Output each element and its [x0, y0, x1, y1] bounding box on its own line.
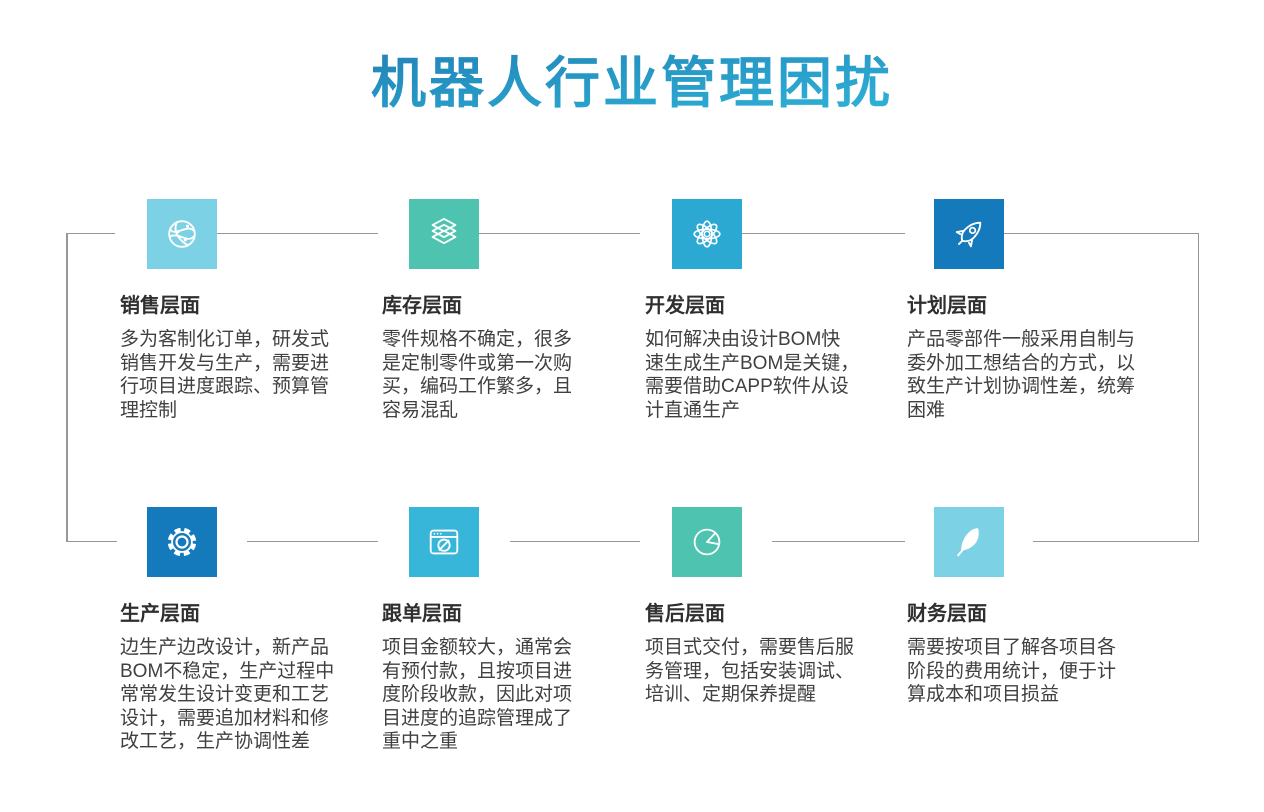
connector-h-segment: [1033, 540, 1199, 542]
card-body: 产品零部件一般采用自制与 委外加工想结合的方式，以 致生产计划协调性差，统筹 困…: [907, 329, 1136, 421]
pie-chart-icon: [693, 528, 721, 556]
order-tracking-icon-box: [409, 507, 479, 577]
connector-h-segment: [737, 232, 905, 234]
card-body: 多为客制化订单，研发式 销售开发与生产，需要进 行项目进度跟踪、预算管 理控制: [120, 329, 330, 421]
connector-v-right: [1197, 232, 1199, 542]
page-title: 机器人行业管理困扰: [0, 38, 1264, 118]
card-finance: 财务层面 需要按项目了解各项目各 阶段的费用统计，便于计 算成本和项目损益: [907, 507, 1169, 707]
development-icon-box: [672, 199, 742, 269]
card-title: 开发层面: [645, 295, 725, 317]
rocket-icon: [955, 221, 982, 248]
card-body: 边生产边改设计，新产品 BOM不稳定，生产过程中 常常发生设计变更和工艺 设计，…: [120, 637, 335, 752]
globe-network-icon: [168, 220, 196, 248]
browser-compass-icon: [429, 529, 459, 555]
card-sales: 销售层面 多为客制化订单，研发式 销售开发与生产，需要进 行项目进度跟踪、预算管…: [120, 199, 360, 422]
card-body: 零件规格不确定，很多 是定制零件或第一次购 买，编码工作繁多，且 容易混乱: [382, 329, 573, 421]
connector-h-segment: [1002, 232, 1199, 234]
card-title: 售后层面: [645, 603, 725, 625]
inventory-icon-box: [409, 199, 479, 269]
connector-h-segment: [772, 540, 905, 542]
atom-icon: [693, 220, 721, 248]
card-order-tracking: 跟单层面 项目金额较大，通常会 有预付款，且按项目进 度阶段收款，因此对项 目进…: [382, 507, 622, 754]
card-after-sales: 售后层面 项目式交付，需要售后服 务管理，包括安装调试、 培训、定期保养提醒: [645, 507, 889, 707]
layers-icon: [431, 217, 457, 245]
card-title: 计划层面: [907, 295, 987, 317]
card-production: 生产层面 边生产边改设计，新产品 BOM不稳定，生产过程中 常常发生设计变更和工…: [120, 507, 360, 754]
card-title: 跟单层面: [382, 603, 462, 625]
feather-icon: [957, 528, 979, 557]
connector-v-left: [66, 232, 68, 542]
production-icon-box: [147, 507, 217, 577]
card-body: 需要按项目了解各项目各 阶段的费用统计，便于计 算成本和项目损益: [907, 637, 1117, 705]
card-body: 如何解决由设计BOM快 速生成生产BOM是关键， 需要借助CAPP软件从设 计直…: [645, 329, 860, 421]
sales-icon-box: [147, 199, 217, 269]
gear-icon: [167, 527, 197, 557]
card-planning: 计划层面 产品零部件一般采用自制与 委外加工想结合的方式，以 致生产计划协调性差…: [907, 199, 1169, 422]
card-body: 项目金额较大，通常会 有预付款，且按项目进 度阶段收款，因此对项 目进度的追踪管…: [382, 637, 573, 752]
connector-h-segment: [217, 232, 378, 234]
planning-icon-box: [934, 199, 1004, 269]
connector-h-segment: [247, 540, 378, 542]
connector-h-segment: [478, 232, 640, 234]
connector-h-segment: [66, 232, 115, 234]
connector-h-segment: [510, 540, 640, 542]
finance-icon-box: [934, 507, 1004, 577]
card-body: 项目式交付，需要售后服 务管理，包括安装调试、 培训、定期保养提醒: [645, 637, 855, 705]
card-inventory: 库存层面 零件规格不确定，很多 是定制零件或第一次购 买，编码工作繁多，且 容易…: [382, 199, 622, 422]
card-title: 生产层面: [120, 603, 200, 625]
after-sales-icon-box: [672, 507, 742, 577]
card-development: 开发层面 如何解决由设计BOM快 速生成生产BOM是关键， 需要借助CAPP软件…: [645, 199, 889, 422]
connector-h-segment: [66, 540, 117, 542]
card-title: 销售层面: [120, 295, 200, 317]
card-title: 财务层面: [907, 603, 987, 625]
card-title: 库存层面: [382, 295, 462, 317]
